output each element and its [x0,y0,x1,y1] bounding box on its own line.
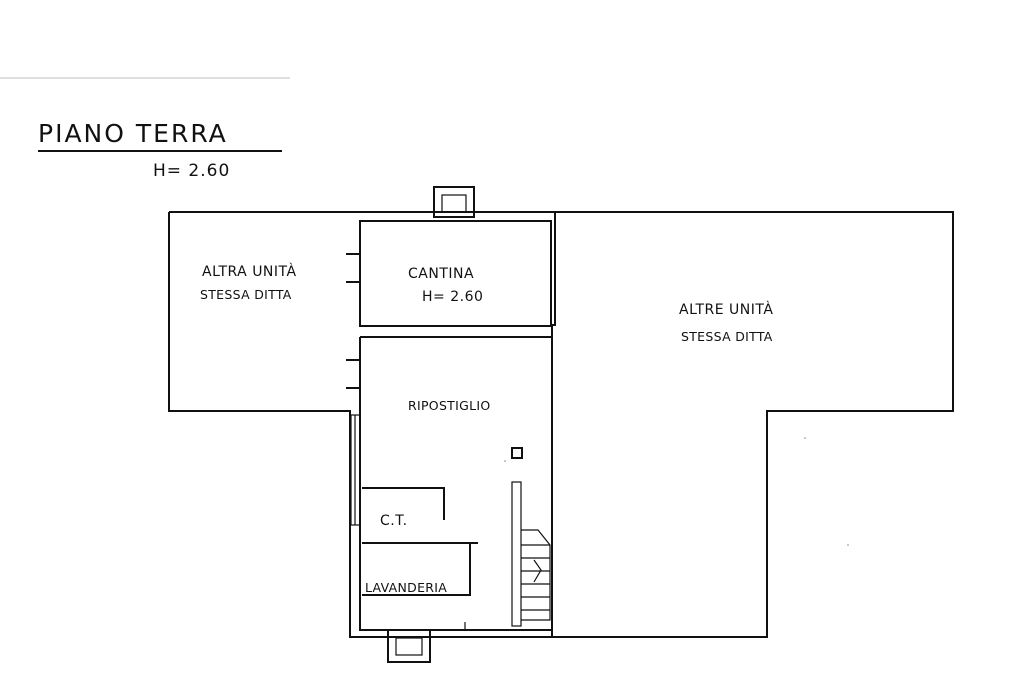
speck [847,544,849,546]
ripostiglio-label: RIPOSTIGLIO [408,398,490,413]
staircase [521,529,551,621]
speck [504,460,506,462]
altra-unita-sub-label: STESSA DITTA [200,287,292,302]
lavanderia-label: LAVANDERIA [365,580,447,595]
drain-square [511,447,523,459]
plan-title: PIANO TERRA [38,119,228,148]
bottom-vent [387,629,431,663]
cantina-label: CANTINA [408,266,474,282]
ct-walls [362,487,445,520]
plan-height: H= 2.60 [153,161,230,181]
right-unit-outline [552,211,954,638]
cantina-walls [359,220,552,327]
ct-label: C.T. [380,513,408,529]
top-vent [433,186,475,218]
stair-wall [511,481,522,627]
lavanderia-walls [362,543,471,596]
cantina-height-label: H= 2.60 [422,289,483,305]
speck [804,437,806,439]
altre-unita-label: ALTRE UNITÀ [679,301,773,318]
altra-unita-label: ALTRA UNITÀ [202,263,297,280]
altre-unita-sub-label: STESSA DITTA [681,329,773,344]
top-vent-inner [441,194,467,213]
ripostiglio-walls [359,336,553,631]
bottom-vent-inner [395,637,423,656]
